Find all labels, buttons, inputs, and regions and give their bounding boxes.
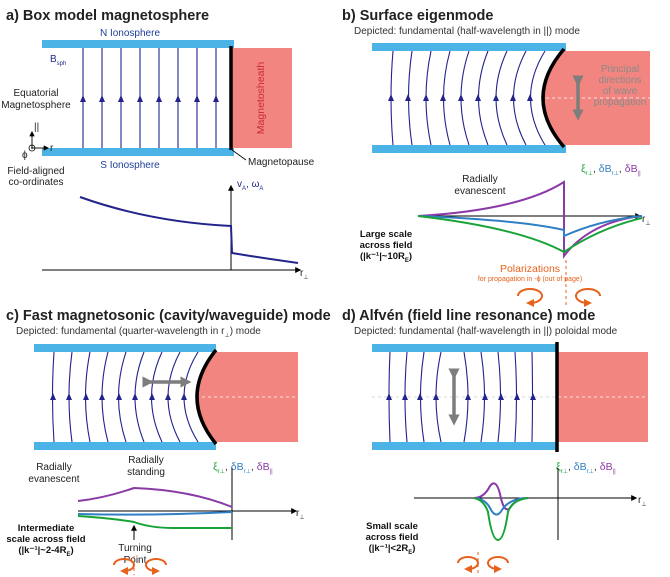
db-r-curve-b xyxy=(417,215,643,238)
field-lines-c xyxy=(50,351,199,443)
magnetosheath-label: Magnetosheath xyxy=(255,62,267,135)
panel-c: c) Fast magnetosonic (cavity/waveguide) … xyxy=(6,308,331,575)
field-lines-b xyxy=(388,50,546,146)
alfven-speed-curve xyxy=(79,196,299,264)
n-ionosphere-bar-d xyxy=(372,344,558,352)
field-arrowheads-a xyxy=(80,95,219,102)
field-lines-a xyxy=(80,48,219,148)
magnetosheath-region xyxy=(230,48,292,148)
db-r-curve-c xyxy=(77,511,233,516)
panel-b-title: b) Surface eigenmode xyxy=(342,8,493,24)
panel-d-title: d) Alfvén (field line resonance) mode xyxy=(342,308,595,324)
alfven-speed-plot: vA, ωA r⊥ xyxy=(42,179,309,281)
magnetopause-label: Magnetopause xyxy=(248,157,315,168)
panel-a-title: a) Box model magnetosphere xyxy=(6,8,209,24)
r-perp-axis-label-b: r⊥ xyxy=(642,214,651,227)
panel-c-subtitle: Depicted: fundamental (quarter-wavelengt… xyxy=(16,326,261,339)
s-ionosphere-bar xyxy=(42,148,234,156)
s-ionosphere-bar-b xyxy=(372,145,566,153)
legend-b: ξr⊥, δBr⊥, δB|| xyxy=(581,163,641,177)
coord-r-label: r xyxy=(50,143,54,154)
magnetopause-boundary-b xyxy=(541,47,566,149)
s-ionosphere-label: S Ionosphere xyxy=(100,160,160,171)
polarization-ellipse-right-icon-d xyxy=(487,556,509,573)
panel-c-title: c) Fast magnetosonic (cavity/waveguide) … xyxy=(6,308,331,324)
n-ionosphere-bar-c xyxy=(34,344,216,352)
polarization-ellipse-right-icon xyxy=(575,288,601,307)
s-ionosphere-bar-c xyxy=(34,442,216,450)
coord-par-label: || xyxy=(34,122,39,133)
panel-b: b) Surface eigenmode Depicted: fundament… xyxy=(342,8,651,307)
polarization-ellipse-left-icon-c xyxy=(113,558,135,575)
r-perp-axis-label-d: r⊥ xyxy=(638,495,647,508)
panel-a: a) Box model magnetosphere Magnetosheath… xyxy=(1,8,314,281)
n-ionosphere-bar xyxy=(42,40,234,48)
xi-curve-d xyxy=(473,497,529,542)
n-ionosphere-label: N Ionosphere xyxy=(100,28,160,39)
polarizations-sublabel: for propagation in -ϕ (out of page) xyxy=(478,276,582,283)
panel-d-subtitle: Depicted: fundamental (half-wavelength i… xyxy=(354,326,618,337)
db-par-curve-b xyxy=(417,180,643,259)
coordinate-axes-icon: || ϕ r xyxy=(22,122,54,161)
magnetopause-boundary-c xyxy=(195,348,218,446)
magnetopause-pointer xyxy=(231,149,247,161)
fast-mode-plot: r⊥ xyxy=(77,468,305,540)
db-par-curve-d xyxy=(473,482,529,511)
polarization-icons-d xyxy=(457,552,509,575)
va-omega-label: vA, ωA xyxy=(237,179,263,192)
s-ionosphere-bar-d xyxy=(372,442,558,450)
polarization-ellipse-left-icon-d xyxy=(457,556,479,573)
surface-mode-plot: r⊥ xyxy=(417,180,651,259)
polarization-ellipse-right-icon-c xyxy=(145,558,167,575)
xi-curve-b xyxy=(417,215,643,254)
legend-c: ξr⊥, δBr⊥, δB|| xyxy=(213,461,273,475)
legend-d: ξr⊥, δBr⊥, δB|| xyxy=(556,461,616,475)
polarization-icons-c xyxy=(113,556,167,575)
r-perp-axis-label: r⊥ xyxy=(300,268,309,281)
b-sph-label: Bsph xyxy=(50,54,66,67)
field-lines-d xyxy=(386,351,536,443)
coord-phi-label: ϕ xyxy=(22,150,28,161)
db-r-curve-d xyxy=(475,497,525,516)
polarizations-label: Polarizations xyxy=(500,263,560,275)
n-ionosphere-bar-b xyxy=(372,43,566,51)
polarization-icons-b xyxy=(517,260,601,307)
db-par-curve-c xyxy=(77,486,233,508)
polarization-ellipse-left-icon xyxy=(517,288,543,307)
r-perp-axis-label-c: r⊥ xyxy=(296,508,305,521)
alfven-mode-plot: r⊥ xyxy=(414,468,647,542)
panel-d: d) Alfvén (field line resonance) mode De… xyxy=(342,308,648,575)
xi-curve-c xyxy=(77,515,232,529)
panel-b-subtitle: Depicted: fundamental (half-wavelength i… xyxy=(354,26,580,37)
